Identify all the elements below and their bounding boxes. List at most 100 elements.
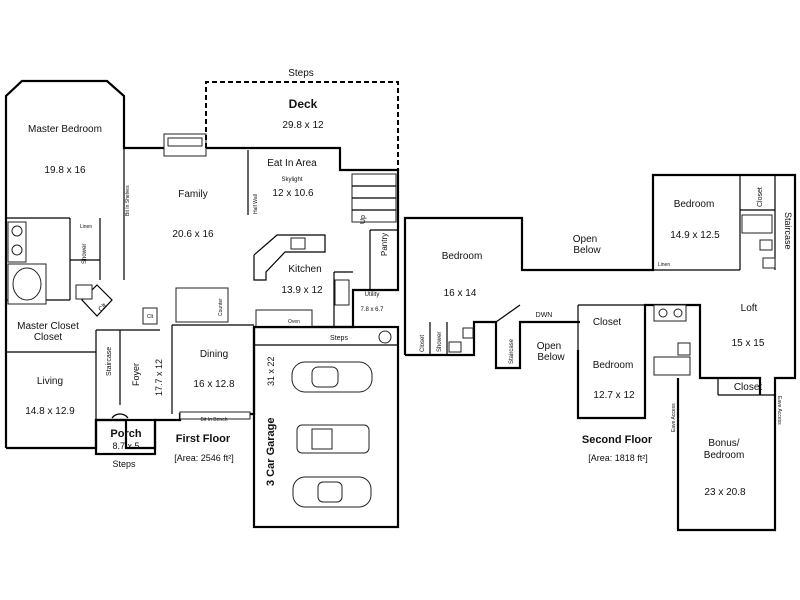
shelves-label: Bit In Shelves <box>125 185 131 216</box>
room-name: Bedroom <box>593 360 634 371</box>
room-dims: 16 x 12.8 <box>193 379 235 390</box>
shower-label: Shower <box>82 244 88 264</box>
steps-label: Steps <box>330 335 348 342</box>
built-in-bench <box>179 411 251 420</box>
open-below-label: Below <box>573 245 601 256</box>
sink-icon <box>658 308 668 318</box>
room-dims: 31 x 22 <box>266 356 276 386</box>
oven-label: Oven <box>288 319 300 325</box>
bathtub-icon <box>653 356 691 376</box>
toilet-icon <box>677 342 691 356</box>
room-name: Closet <box>34 332 63 343</box>
room-name: Master Closet <box>17 321 79 332</box>
room-dims: 16 x 14 <box>444 288 477 299</box>
bedroom-a-walls <box>403 173 797 355</box>
floor-title: Second Floor <box>582 434 653 446</box>
open-below-label: Open <box>573 234 597 245</box>
bathtub-icon <box>741 214 773 234</box>
room-name: Porch <box>110 428 141 440</box>
car-icon <box>292 476 372 508</box>
bonus-walls <box>676 270 797 532</box>
sink-icon <box>11 225 23 237</box>
room-name: Bedroom <box>442 251 483 262</box>
kitchen-island <box>253 234 326 281</box>
porch <box>94 418 157 456</box>
up-label: Up <box>360 215 367 224</box>
room-dims: 8.7 x 5 <box>112 441 139 451</box>
room-name: Bonus/ <box>708 438 739 449</box>
half-wall-label: Half Wall <box>253 194 259 214</box>
closet-label: Closet <box>734 382 763 393</box>
shower-label: Shower <box>437 332 443 352</box>
room-dims: 15 x 15 <box>732 338 765 349</box>
sink-icon <box>673 308 683 318</box>
bathtub-basin-icon <box>12 267 42 301</box>
room-dims: 13.9 x 12 <box>281 285 323 296</box>
toilet-icon <box>759 239 773 251</box>
staircase-up <box>351 173 397 223</box>
sink-icon <box>462 327 474 339</box>
staircase-label: Staircase <box>106 347 113 376</box>
bench-label: Bit In Bench <box>201 417 228 423</box>
room-dims: 17.7 x 12 <box>154 359 164 396</box>
sink-icon <box>762 257 776 269</box>
room-dims: 14.9 x 12.5 <box>670 230 720 241</box>
floor-area: [Area: 1818 ft²] <box>588 453 648 463</box>
eave-access-label: Eave Access <box>671 403 677 432</box>
linen-label: Linen <box>80 224 92 230</box>
room-dims: 23 x 20.8 <box>704 487 746 498</box>
room-dims: 7.8 x 6.7 <box>360 307 384 313</box>
steps-label: Steps <box>288 68 314 79</box>
closet-label: Closet <box>593 317 622 328</box>
room-dims: 20.6 x 16 <box>172 229 214 240</box>
second-floor-plan: Bedroom 16 x 14 Bedroom 14.9 x 12.5 Bedr… <box>403 173 797 532</box>
room-name: Eat In Area <box>267 158 317 169</box>
skylight-label: Skylight <box>281 177 302 183</box>
pantry-label: Pantry <box>380 233 389 256</box>
room-name: 3 Car Garage <box>265 418 277 486</box>
room-name: Master Bedroom <box>28 124 102 135</box>
steps-label: Steps <box>112 459 136 469</box>
room-name: Loft <box>741 303 758 314</box>
room-name: Bedroom <box>674 199 715 210</box>
open-below-label: Below <box>537 352 565 363</box>
front-door-swing <box>111 413 129 419</box>
range-icon <box>334 279 350 306</box>
room-name: Bedroom <box>704 450 745 461</box>
clt-label: Clt <box>147 314 154 320</box>
counter-label: Counter <box>218 298 224 316</box>
room-name: Living <box>37 376 63 387</box>
closet-clt-box <box>142 307 158 325</box>
counter <box>175 287 229 323</box>
sink-icon <box>290 237 306 250</box>
closet-label: Closet <box>420 335 426 352</box>
room-name: Deck <box>289 97 318 111</box>
room-name: Kitchen <box>288 264 321 275</box>
toilet-icon <box>448 341 462 353</box>
toilet-icon <box>75 284 93 300</box>
car-icon <box>291 361 373 393</box>
oven-icon <box>255 309 313 328</box>
sink-icon <box>11 244 23 256</box>
room-name: Utility <box>365 292 380 298</box>
open-below-label: Open <box>537 341 561 352</box>
room-dims: 12.7 x 12 <box>593 390 635 401</box>
room-dims: 19.8 x 16 <box>44 165 86 176</box>
water-heater-icon <box>378 330 392 344</box>
garage-walls <box>252 325 400 529</box>
room-name: Family <box>178 189 207 200</box>
first-floor-plan: Steps Deck 29.8 x 12 Master Bedroom 19.8… <box>4 68 400 529</box>
floor-area: [Area: 2546 ft²] <box>174 453 234 463</box>
staircase-label: Staircase <box>783 212 793 250</box>
linen-label: Linen <box>658 262 670 268</box>
room-dims: 14.8 x 12.9 <box>25 406 75 417</box>
dwn-label: DWN <box>536 312 553 319</box>
room-dims: 12 x 10.6 <box>272 188 314 199</box>
deck-outline <box>205 81 399 170</box>
stair-wall <box>495 304 521 323</box>
closet-label: Closet <box>757 187 764 207</box>
fireplace-inner-icon <box>167 137 203 147</box>
room-name: Dining <box>200 349 228 360</box>
car-icon <box>296 424 370 454</box>
